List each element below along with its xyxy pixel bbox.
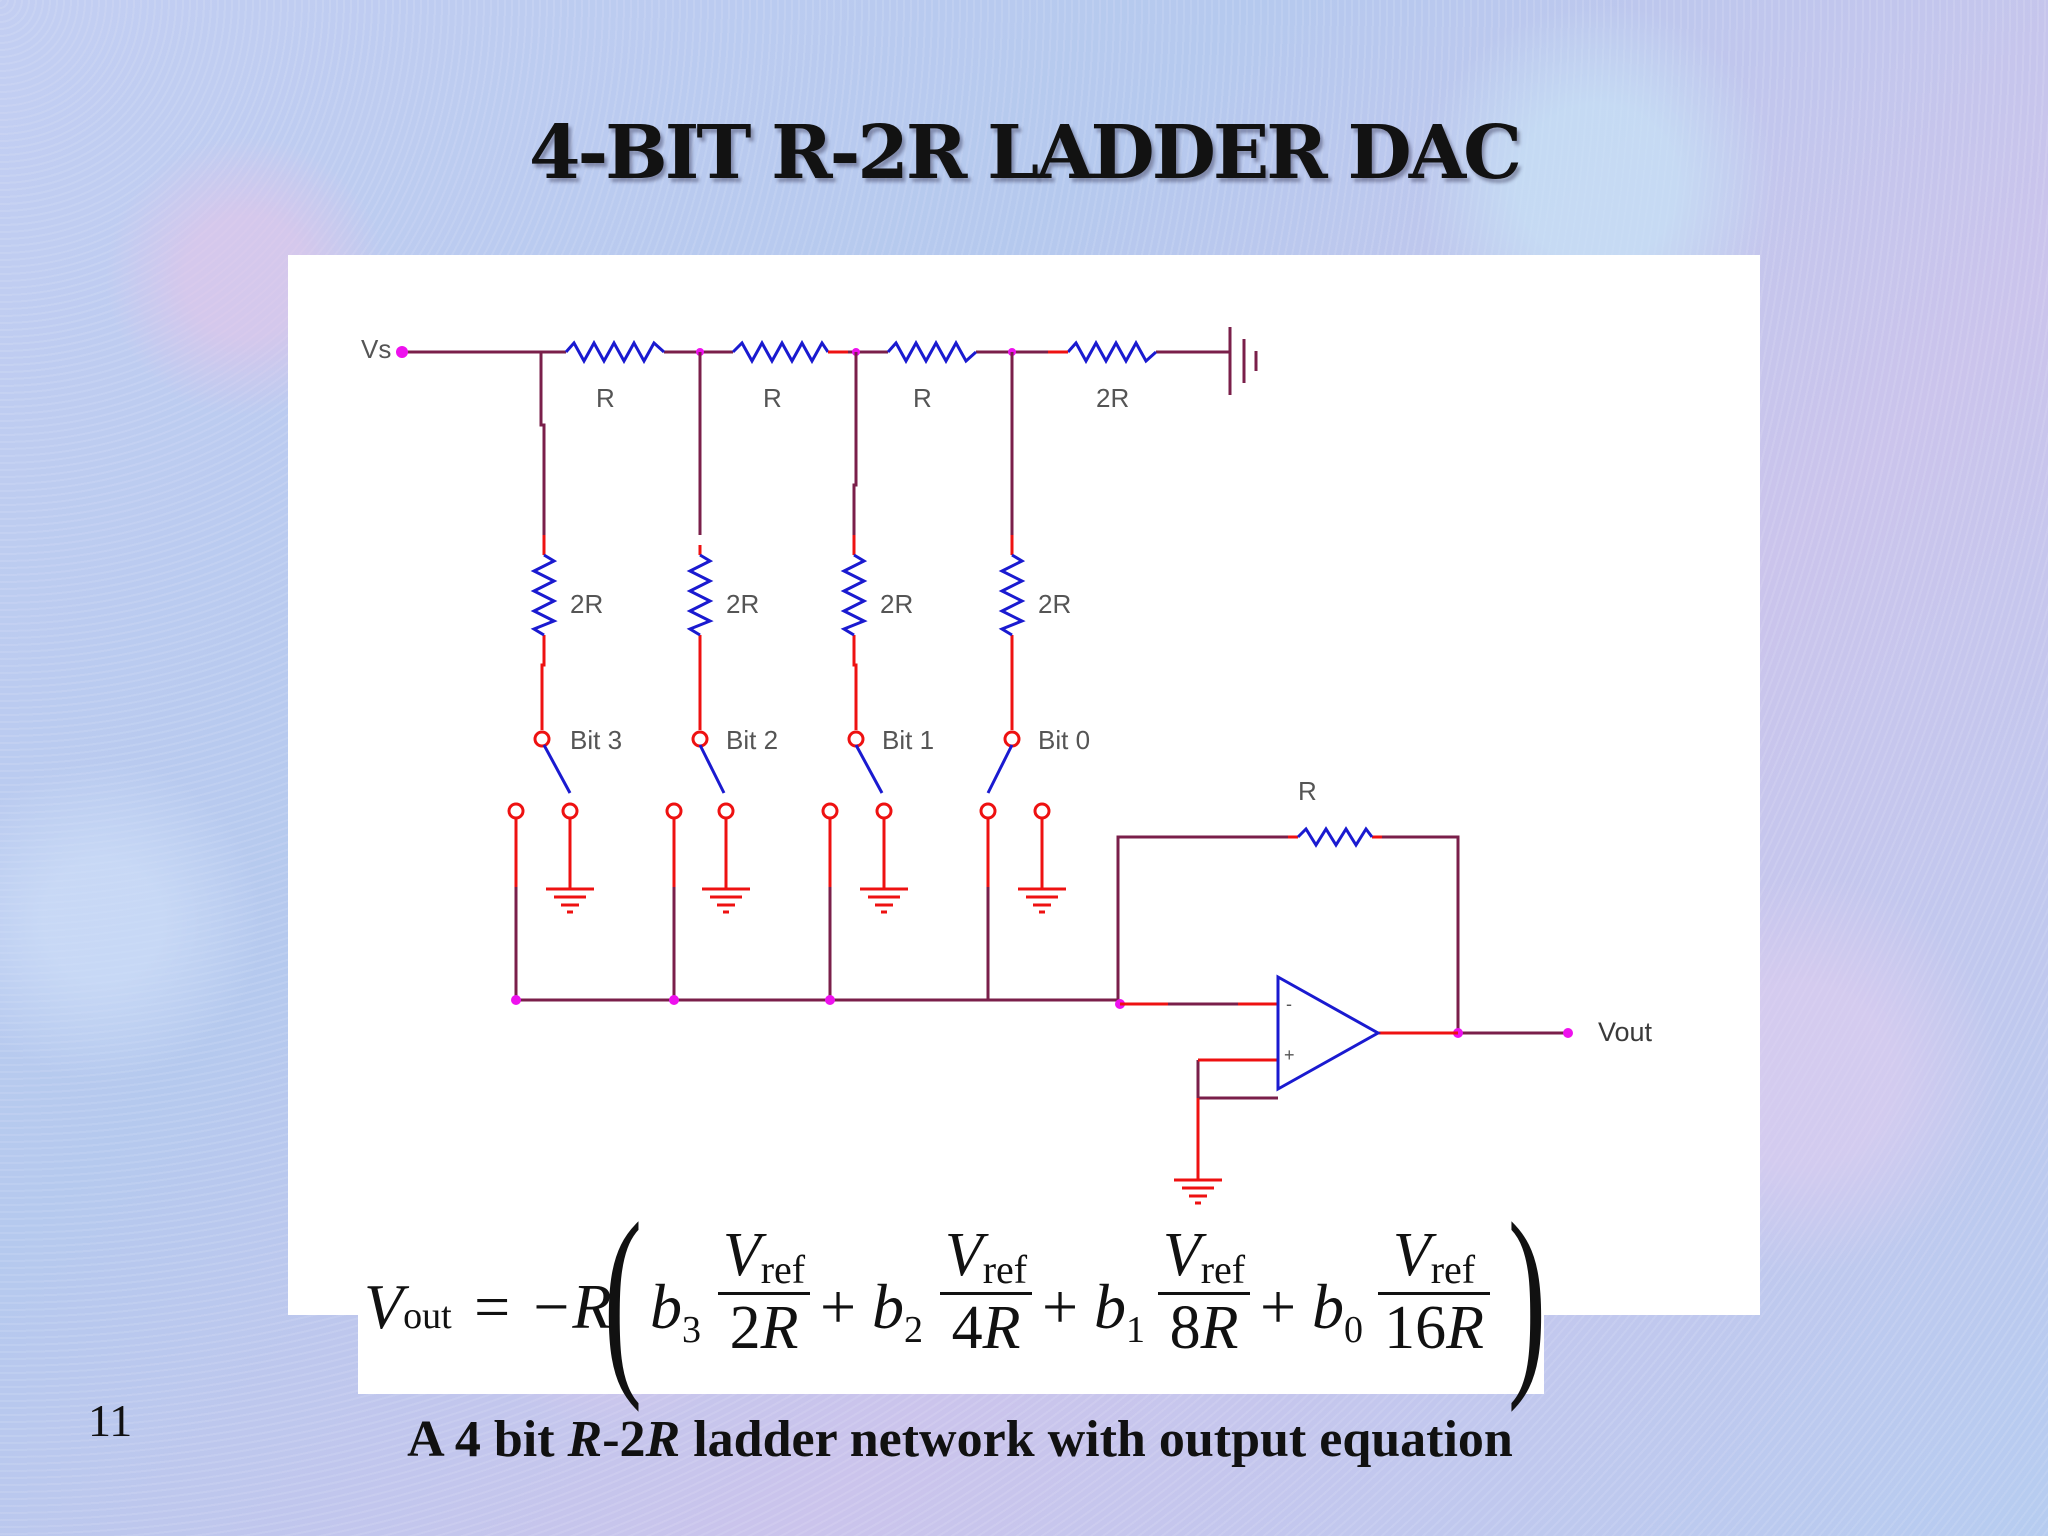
bit-label-1: Bit 1 xyxy=(882,725,934,755)
plus-sign: + xyxy=(1042,1271,1079,1342)
input-node xyxy=(396,346,408,358)
rail-ground-icon xyxy=(1228,327,1258,395)
resistor-r3 xyxy=(886,339,978,365)
feedback-resistor-label: R xyxy=(1298,776,1317,806)
bit-label-0: Bit 0 xyxy=(1038,725,1090,755)
fraction-4r: Vref 4R xyxy=(940,1224,1032,1359)
switch-pivot-bit3 xyxy=(533,730,551,748)
slide-number: 11 xyxy=(88,1395,133,1446)
shunt-label-bit3: 2R xyxy=(570,589,603,619)
shunt-resistor-bit0 xyxy=(998,553,1026,637)
coef-b3: b3 xyxy=(650,1271,701,1351)
equation-open-paren: ( xyxy=(603,1181,643,1413)
switch-blade-bit1 xyxy=(854,744,884,794)
opamp-icon xyxy=(1276,974,1382,1092)
branch-wires xyxy=(539,352,1014,535)
shunt-resistor-bit3 xyxy=(530,553,558,637)
ground-icon xyxy=(700,887,752,914)
coef-b1: b1 xyxy=(1094,1271,1145,1351)
series-resistors xyxy=(564,339,1158,365)
opamp-noninverting-symbol: + xyxy=(1284,1045,1295,1065)
output-label: Vout xyxy=(1598,1017,1653,1047)
equation-close-paren: ) xyxy=(1507,1181,1547,1413)
summing-bus xyxy=(514,835,1568,1100)
series-label-1: R xyxy=(596,383,615,413)
resistor-2r-term xyxy=(1066,339,1158,365)
ground-icon xyxy=(858,887,910,914)
switch-blade-bit0 xyxy=(986,744,1014,794)
output-node xyxy=(1563,1028,1573,1038)
shunt-resistor-bit2 xyxy=(686,553,714,637)
equation-lhs: Vout xyxy=(364,1271,452,1342)
output-equation: Vout = −R ( b3 Vref 2R + b2 Vref 4R + b1… xyxy=(358,1192,1546,1402)
ground-icon xyxy=(544,887,596,914)
switch-blade-bit2 xyxy=(698,744,726,794)
shunt-label-bit0: 2R xyxy=(1038,589,1071,619)
shunt-label-bit1: 2R xyxy=(880,589,913,619)
switch-pivot-bit1 xyxy=(847,730,865,748)
opamp-ground-icon xyxy=(1172,1178,1224,1205)
dac-circuit: Vs R R R 2R 2R 2R 2R 2R Bit xyxy=(361,327,1653,1205)
ground-icon xyxy=(1016,887,1068,914)
coef-b2: b2 xyxy=(872,1271,923,1351)
plus-sign: + xyxy=(1260,1271,1297,1342)
bit-label-2: Bit 2 xyxy=(726,725,778,755)
switch-pivot-bit2 xyxy=(691,730,709,748)
series-label-3: R xyxy=(913,383,932,413)
coef-b0: b0 xyxy=(1312,1271,1363,1351)
shunt-resistors xyxy=(530,553,1026,637)
opamp-inverting-symbol: - xyxy=(1286,994,1292,1014)
bit-label-3: Bit 3 xyxy=(570,725,622,755)
series-label-2: R xyxy=(763,383,782,413)
fraction-8r: Vref 8R xyxy=(1158,1224,1250,1359)
series-label-4: 2R xyxy=(1096,383,1129,413)
slide-title: 4-BIT R-2R LADDER DAC xyxy=(528,110,1522,196)
feedback-resistor xyxy=(1296,826,1374,848)
diagram-panel xyxy=(288,255,1760,1315)
fraction-16r: Vref 16R xyxy=(1378,1224,1490,1359)
shunt-label-bit2: 2R xyxy=(726,589,759,619)
resistor-r1 xyxy=(564,339,666,365)
switch-pivot-bit0 xyxy=(1003,730,1021,748)
shunt-resistor-bit1 xyxy=(840,553,868,637)
figure-caption: A 4 bit R-2R ladder network with output … xyxy=(407,1411,1513,1468)
plus-sign: + xyxy=(820,1271,857,1342)
resistor-r2 xyxy=(731,339,830,365)
input-label: Vs xyxy=(361,334,391,364)
switch-blade-bit3 xyxy=(542,744,572,794)
equation-equals: = −R xyxy=(470,1271,612,1342)
fraction-2r: Vref 2R xyxy=(718,1224,810,1359)
